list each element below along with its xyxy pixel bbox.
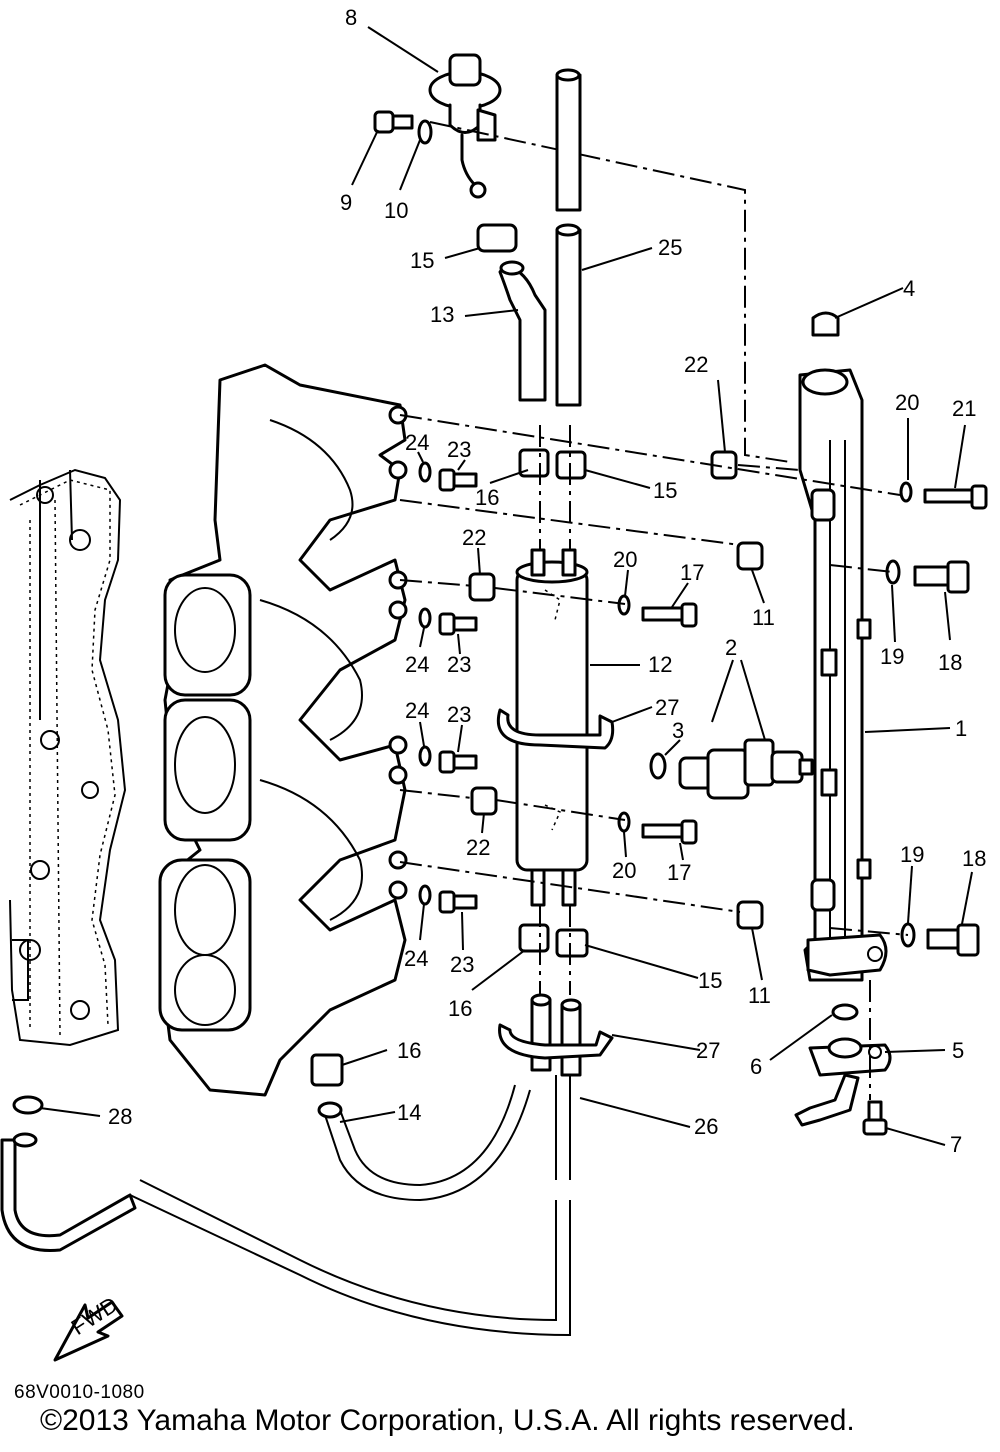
spacer-22-low (470, 786, 498, 816)
clamp-16-lower (518, 923, 550, 953)
callout-1: 1 (955, 716, 967, 741)
filter-bracket-lower (498, 1023, 614, 1060)
drawing-code: 68V0010-1080 (14, 1382, 145, 1403)
filter-bracket-upper (497, 708, 615, 750)
callout-21: 21 (952, 396, 976, 421)
hose-28 (0, 1132, 137, 1252)
callout-11-low: 11 (748, 983, 771, 1008)
callout-9: 9 (340, 190, 352, 215)
screw-7 (862, 1100, 888, 1136)
callout-19-low: 19 (900, 842, 924, 867)
callout-27-low: 27 (696, 1038, 720, 1063)
callout-16-low: 16 (397, 1038, 421, 1063)
spacer-22-mid (468, 572, 496, 602)
callout-24-b: 24 (405, 652, 429, 677)
washer-24-d (418, 884, 432, 906)
callout-10: 10 (384, 198, 408, 223)
washer-20-top (899, 481, 913, 503)
callouts: 8 9 10 15 13 25 4 22 20 21 24 23 16 15 2… (108, 5, 986, 1157)
intake-manifold (158, 363, 408, 1097)
callout-14: 14 (397, 1100, 421, 1125)
callout-20-top: 20 (895, 390, 919, 415)
washer-20-mid (617, 594, 631, 616)
callout-17-low: 17 (667, 860, 691, 885)
clamp-15-hose13 (476, 223, 518, 253)
engine-block-outline (9, 468, 127, 1047)
callout-13: 13 (430, 302, 454, 327)
washer-24-b (418, 607, 432, 629)
injector (678, 738, 814, 800)
callout-24-c: 24 (405, 698, 429, 723)
assembly-lines (399, 414, 909, 1100)
hose-13 (498, 260, 547, 402)
callout-24-a: 24 (405, 430, 429, 455)
callout-17-top: 17 (680, 560, 704, 585)
callout-25: 25 (658, 235, 682, 260)
callout-2: 2 (725, 635, 737, 660)
callout-22-top: 22 (684, 352, 708, 377)
bolt-9 (373, 110, 414, 134)
callout-15-top: 15 (410, 248, 434, 273)
bolts (438, 468, 988, 957)
callout-23-a: 23 (447, 437, 471, 462)
copyright-notice: ©2013 Yamaha Motor Corporation, U.S.A. A… (40, 1404, 855, 1437)
callout-23-b: 23 (447, 652, 471, 677)
callout-23-d: 23 (450, 952, 474, 977)
clamp-16-hose14 (310, 1053, 344, 1087)
callout-19-top: 19 (880, 644, 904, 669)
clamp-15-lower (555, 928, 589, 958)
washer-10 (417, 119, 433, 145)
oring-6 (831, 1003, 859, 1021)
callout-23-c: 23 (447, 702, 471, 727)
callout-16-mid: 16 (448, 996, 472, 1021)
callout-6: 6 (750, 1054, 762, 1079)
callout-15-mid: 15 (653, 478, 677, 503)
fwd-arrow-icon: FWD (53, 1292, 124, 1362)
callout-26: 26 (694, 1114, 718, 1139)
oring-3 (649, 752, 667, 780)
callout-16-top: 16 (475, 485, 499, 510)
callout-27-top: 27 (655, 695, 679, 720)
spacer-11-top (736, 541, 764, 571)
callout-5: 5 (952, 1038, 964, 1063)
fuel-filter (515, 548, 589, 907)
washer-20-low (617, 811, 631, 833)
callout-4: 4 (903, 276, 915, 301)
hose-14 (317, 1084, 531, 1202)
pressure-regulator (428, 53, 502, 199)
callout-24-d: 24 (404, 946, 428, 971)
spacer-11-low (736, 900, 764, 930)
leader-lines (39, 26, 973, 1146)
washer-24-a (418, 461, 432, 483)
callout-12: 12 (648, 652, 672, 677)
callout-22-mid: 22 (462, 525, 486, 550)
rail-cap-4 (811, 311, 840, 337)
washer-24-c (418, 745, 432, 767)
callout-20-mid: 20 (613, 547, 637, 572)
callout-7: 7 (950, 1132, 962, 1157)
callout-28: 28 (108, 1104, 132, 1129)
callout-11-top: 11 (752, 605, 775, 630)
callout-18-top: 18 (938, 650, 962, 675)
hose-25 (555, 68, 582, 407)
fuel-rail (798, 368, 888, 982)
callout-8: 8 (345, 5, 357, 30)
callout-20-low: 20 (612, 858, 636, 883)
clamp-28 (12, 1095, 44, 1115)
callout-15-low: 15 (698, 968, 722, 993)
callout-22-low: 22 (466, 835, 490, 860)
callout-3: 3 (672, 718, 684, 743)
callout-18-low: 18 (962, 846, 986, 871)
